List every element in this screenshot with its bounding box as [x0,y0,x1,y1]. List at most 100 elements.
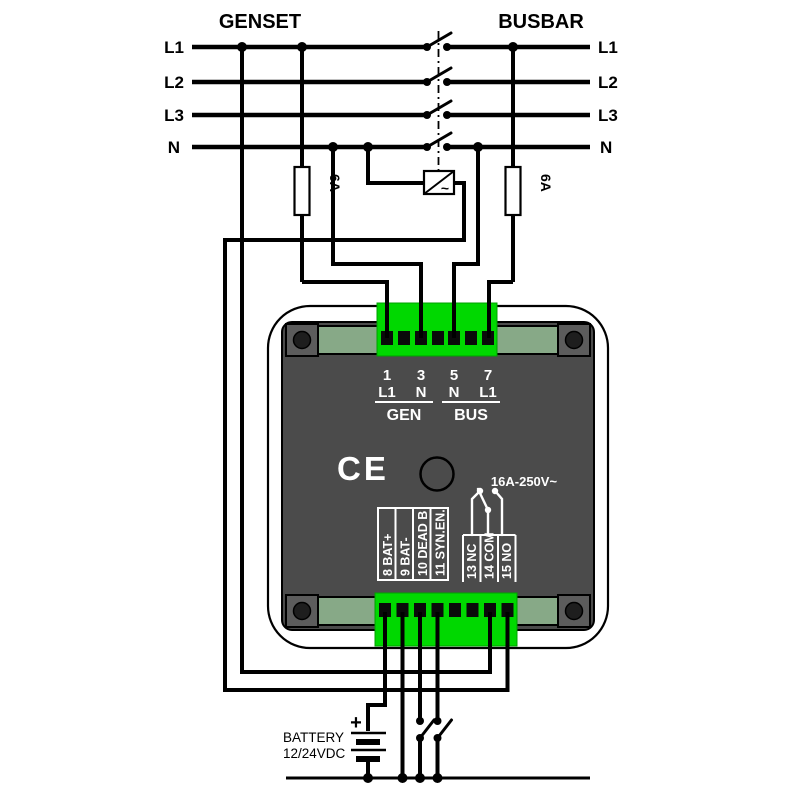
contact-dot [443,43,451,51]
l2-label-left: L2 [164,73,184,92]
sync-relay-device: 1 3 5 7 L1 N N L1 GEN BUS CE 16A-250V~ [266,302,610,650]
junction-dot [415,773,425,783]
busbar-title: BUSBAR [498,11,584,33]
switch-lever [425,31,453,49]
contact-dot [423,43,431,51]
terminal-pins-top [381,331,494,345]
junction-dots [237,42,518,152]
bat-plus-wire [366,612,387,731]
coil-wire-to-neutral [366,147,424,185]
contact-dot [433,734,442,742]
terminal-label-no: 15 NO [500,543,514,579]
pin-13 [466,603,479,617]
genset-l1-fused-tap: 6A [293,47,389,338]
genset-title: GENSET [219,11,301,33]
pin-14 [484,603,496,617]
switch-pole-l1 [423,31,453,51]
terminal-label-bat-plus: 8 BAT+ [381,534,395,577]
buzzer-hole-icon [419,456,455,492]
switch-lever [425,131,453,149]
coil-ac-symbol: ~ [441,180,449,196]
terminal-label-nc: 13 NC [465,544,479,579]
pin-2 [398,331,410,345]
top-terminal-labels: 1 3 5 7 L1 N N L1 GEN BUS [375,367,500,424]
terminal-number: 3 [417,367,425,384]
syn-enable-switch [433,717,453,742]
screw-hole-top-right [564,330,584,350]
bus-group-label: BUS [454,407,488,424]
fuse-icon [293,165,311,217]
battery-plus-sign: + [350,712,362,734]
junction-dot [328,142,338,152]
pin-8 [379,603,391,617]
junction-dot [397,773,408,783]
fuse-icon [504,165,522,217]
terminal-label-dead-bus: 10 DEAD B [416,511,430,576]
l1-label-left: L1 [164,38,184,57]
contact-dot [416,717,424,725]
terminal-label-bat-minus: 9 BAT- [399,537,413,576]
battery-plate-short [356,756,380,762]
no-lead [494,490,504,537]
screw-hole-bottom-left [292,601,312,621]
pin-12 [449,603,461,617]
mains-lines: L1 L1 L2 L2 L3 L3 N N [164,38,618,157]
coil-wire-to-no-terminal [223,181,510,692]
junction-dot [432,773,443,783]
battery-plate-short [356,739,380,745]
terminal-number: 7 [484,367,492,384]
pin-11 [431,603,444,617]
contact-dot [423,143,431,151]
contactor-coil: ~ [223,147,510,692]
l3-label-left: L3 [164,106,184,125]
wire [487,280,513,338]
no-contact-dot [491,487,499,495]
fuse-rating-label: 6A [538,174,554,192]
switch-pole-n [423,131,453,151]
terminal-number: 1 [383,367,391,384]
l3-label-right: L3 [598,106,618,125]
contact-dot [423,111,431,119]
contact-dot [443,143,451,151]
terminal-name: N [449,384,460,401]
junction-dot [363,142,373,152]
screw-hole-bottom-right [564,601,584,621]
relay-rating-label: 16A-250V~ [491,474,558,489]
n-label-right: N [600,138,612,157]
nc-lead [470,490,481,537]
terminal-number: 5 [450,367,458,384]
switch-pole-l2 [423,66,453,86]
gen-group-label: GEN [387,407,422,424]
ce-mark-icon: CE [337,450,389,487]
battery-name-label: BATTERY [283,730,344,745]
pin-9 [396,603,409,617]
genset-neutral-tap-wire [331,147,423,338]
terminal-label-com: 14 COM [483,532,497,579]
battery-voltage-label: 12/24VDC [283,746,346,761]
screw-hole-top-left [292,330,312,350]
relay-contact-icon [470,487,504,537]
pin-4 [432,331,444,345]
contact-dot [443,111,451,119]
n-label-left: N [168,138,180,157]
junction-dot [473,142,483,152]
switch-pole-l3 [423,99,453,119]
pin-6 [465,331,477,345]
pin-15 [501,603,514,617]
l2-label-right: L2 [598,73,618,92]
busbar-neutral-tap-wire [452,147,480,338]
breaker-switch [423,31,453,170]
terminal-name: N [416,384,427,401]
contact-dot [443,78,451,86]
relay-terminal-labels: 13 NC 14 COM 15 NO [462,532,517,582]
dead-bus-switch [416,717,436,742]
terminal-pins-bottom [379,603,514,617]
switch-lever [425,66,453,84]
terminal-name: L1 [479,384,497,401]
io-terminal-label-box: 8 BAT+ 9 BAT- 10 DEAD B 11 SYN.EN. [377,507,449,581]
pin-10 [414,603,426,617]
terminal-name: L1 [378,384,396,401]
relay-lever [476,487,490,512]
l1-to-com-wire [240,47,492,674]
contact-dot [416,734,424,742]
